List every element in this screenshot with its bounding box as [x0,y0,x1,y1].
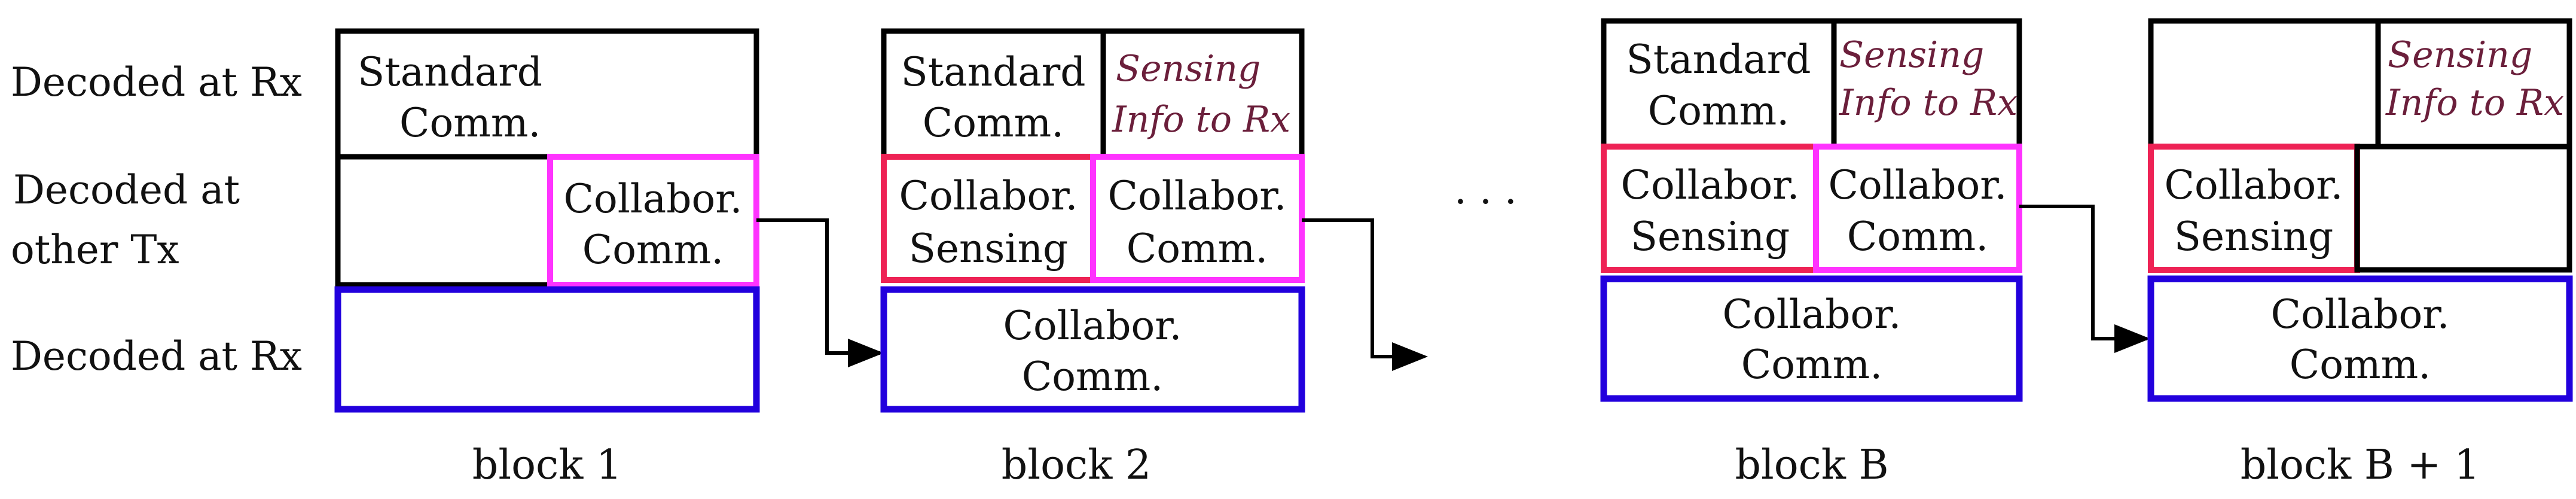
block2-collab-sensing-line1: Collabor. [899,173,1078,219]
block2-standard-line2: Comm. [923,100,1064,146]
blockB-rx-collab-box [1600,275,2023,402]
row-label-decoded-at-other-tx-line1: Decoded at [13,167,240,213]
block2-collab-comm-line2: Comm. [1127,226,1268,272]
block1-standard-line2: Comm. [399,100,541,146]
block2-standard-line1: Standard [901,49,1086,95]
blockB-rx-collab-line2: Comm. [1741,342,1882,388]
row-label-decoded-at-other-tx-line2: other Tx [11,227,179,273]
block-B: Standard Comm. Sensing Info to Rx Collab… [1600,18,2023,489]
blockB-collab-comm-line1: Collabor. [1828,162,2007,208]
blockB1-sensing-info-line2: Info to Rx [2385,82,2564,124]
block2-rx-collab-box [880,286,1305,413]
arrow-block1-to-block2 [756,218,884,367]
block2-rx-collab-line2: Comm. [1022,354,1163,400]
block2-rx-collab-line1: Collabor. [1003,303,1182,349]
block1-rx-box [334,286,760,413]
block-2: Standard Comm. Sensing Info to Rx Collab… [880,28,1305,489]
blockB-rx-collab-line1: Collabor. [1722,291,1901,337]
blockB-sensing-info-line1: Sensing [1839,34,1984,76]
blockB1-rx-collab-box [2147,275,2573,402]
blockB-collab-sensing-line2: Sensing [1631,214,1790,260]
blockB-collab-comm-line2: Comm. [1847,214,1988,260]
block1-label: block 1 [472,442,622,489]
arrow-blockB-to-blockB1 [2019,205,2150,353]
block2-collab-sensing-line2: Sensing [909,226,1069,272]
block1-collab-comm-line2: Comm. [582,227,724,273]
blockB1-sensing-info-line1: Sensing [2388,34,2532,76]
arrow-block2-to-ellipsis [1302,218,1428,371]
block-1: Standard Comm. Collabor. Comm. block 1 [334,28,760,489]
block2-sensing-info-line2: Info to Rx [1112,99,1290,141]
block2-sensing-info-line1: Sensing [1116,48,1260,90]
block2-label: block 2 [1002,442,1151,489]
blockB1-label: block B + 1 [2241,442,2480,489]
block2-collab-comm-line1: Collabor. [1107,173,1286,219]
blockB1-rx-collab-line2: Comm. [2290,342,2431,388]
blockB1-collab-sensing-line2: Sensing [2174,214,2334,260]
row-label-decoded-at-rx-bottom: Decoded at Rx [11,333,302,379]
block1-standard-line1: Standard [358,49,542,95]
block1-empty-other-tx-box [335,154,553,288]
block1-collab-comm-line1: Collabor. [563,176,742,222]
blockB-collab-sensing-line1: Collabor. [1620,162,1799,208]
blockB-sensing-info-line2: Info to Rx [1839,82,2018,124]
block-B-plus-1: Sensing Info to Rx Collabor. Sensing Col… [2147,18,2573,489]
blockB1-collab-sensing-line1: Collabor. [2164,162,2343,208]
blockB-standard-line1: Standard [1626,36,1811,83]
blockB1-empty-top-box [2148,18,2381,150]
blockB1-rx-collab-line1: Collabor. [2270,291,2449,337]
row-label-decoded-at-rx-top: Decoded at Rx [11,59,302,105]
blockB-standard-line2: Comm. [1648,88,1789,134]
blockB1-empty-other-tx-box [2354,144,2572,273]
ellipsis: · · · [1454,179,1517,225]
blockB-label: block B [1735,442,1888,489]
